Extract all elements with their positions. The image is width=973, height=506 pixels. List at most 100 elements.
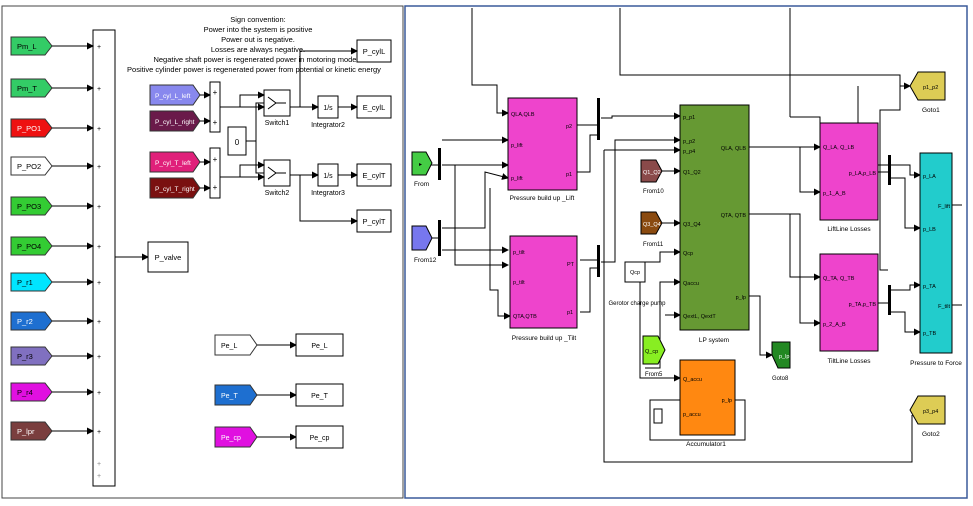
goto-target-block[interactable] xyxy=(295,333,344,357)
sum-block[interactable] xyxy=(92,29,116,487)
out-label-e-cylt: E_cylT xyxy=(363,171,386,180)
sum-plus-sign: + xyxy=(97,354,101,361)
input-port-p-po2[interactable]: P_PO2 xyxy=(10,156,94,176)
cyl-port-shape xyxy=(149,84,201,106)
pressure-tilt-block[interactable]: p_tilt p_tilt QTA,QTB PT p1 Pressure bui… xyxy=(509,235,578,342)
input-port-shape xyxy=(10,36,53,56)
goto2-shape xyxy=(909,395,946,425)
liftline-losses-block[interactable]: Q_LA, Q_LB p_1_A_B p_LA,p_LB LiftLine Lo… xyxy=(819,122,879,233)
from11-tag: Q3_Q4 xyxy=(643,222,661,228)
from11-block[interactable]: Q3_Q4 From11 xyxy=(640,211,664,248)
from12-block[interactable]: From12 xyxy=(411,225,437,264)
from-block-label: From xyxy=(414,181,429,188)
from11-label: From11 xyxy=(643,242,664,248)
pressure-lift-block[interactable]: QLA,QLB p_lift p_lift p2 p1 Pressure bui… xyxy=(507,97,578,202)
sign-convention-line-5: Negative shaft power is regenerated powe… xyxy=(153,55,358,64)
integrator3-label: Integrator3 xyxy=(311,190,345,197)
tiltline-losses-title: TiltLine Losses xyxy=(827,358,871,365)
input-port-pm-l[interactable]: Pm_L xyxy=(10,36,94,56)
from10-label: From10 xyxy=(643,189,664,195)
goto1-shape xyxy=(909,71,946,101)
sum-plus-sign: + xyxy=(97,44,101,51)
port-label: p_lp xyxy=(736,295,746,301)
tiltline-losses-block[interactable]: Q_TA, Q_TB p_2_A_B p_TA,p_TB TiltLine Lo… xyxy=(819,253,879,365)
cyl-port-0[interactable]: P_cyl_L_left xyxy=(149,84,201,106)
gerotor-pump-block[interactable]: Qcp Gerotor charge pump xyxy=(608,261,666,307)
input-port-p-po3[interactable]: P_PO3 xyxy=(10,196,94,216)
integrator2-symbol: 1/s xyxy=(323,105,333,112)
from10-block[interactable]: Q1_Q2 From10 xyxy=(640,159,664,195)
goto-target-block[interactable] xyxy=(295,383,344,407)
svg-text:+: + xyxy=(213,183,218,192)
input-port-p-po1[interactable]: P_PO1 xyxy=(10,118,94,138)
input-port-p-r1[interactable]: P_r1 xyxy=(10,272,94,292)
port-label: p_accu xyxy=(683,412,701,418)
goto-shape xyxy=(214,334,258,356)
port-label: PT xyxy=(567,262,575,268)
goto-tag: Pe_L xyxy=(221,343,237,350)
cyl-port-2[interactable]: P_cyl_T_left xyxy=(149,151,201,173)
from10-shape xyxy=(640,159,663,183)
port-label: Q1_Q2 xyxy=(683,170,701,176)
mux-tilt-out[interactable] xyxy=(597,245,600,277)
switch1-icon xyxy=(267,96,286,110)
goto2-block[interactable]: p3_p4 Goto2 xyxy=(909,395,946,438)
mux-from[interactable] xyxy=(438,148,441,180)
port-label: p_2_A_B xyxy=(823,322,846,328)
cyl-port-label: P_cyl_L_right xyxy=(155,119,195,126)
cyl-t-sum-block[interactable] xyxy=(209,147,221,199)
pressure-to-force-title: Pressure to Force xyxy=(910,360,962,367)
sum-plus-sign: + xyxy=(97,280,101,287)
from-block-shape xyxy=(411,151,433,176)
svg-text:+: + xyxy=(213,118,218,127)
sign-convention-line-3: Power out is negative. xyxy=(221,35,295,44)
port-label: Qcp xyxy=(683,251,693,257)
port-label: QLA,QLB xyxy=(511,112,535,118)
input-port-p-r2[interactable]: P_r2 xyxy=(10,311,94,331)
port-label: p1 xyxy=(567,310,573,316)
accumulator-block[interactable]: Q_accu p_accu p_lp Accumulator1 xyxy=(679,359,736,448)
mux-from12[interactable] xyxy=(438,220,441,256)
input-port-pm-t[interactable]: Pm_T xyxy=(10,78,94,98)
port-label: p_LA xyxy=(923,174,936,180)
p-valve-block[interactable] xyxy=(147,241,189,273)
sign-convention-line-4: Losses are always negative. xyxy=(211,45,305,54)
input-port-shape xyxy=(10,156,53,176)
goto8-block[interactable]: p_lp Goto8 xyxy=(771,341,791,382)
lp-system-block[interactable]: p_p1 p_p2 p_p4 Q1_Q2 Q3_Q4 Qcp Qaccu Qex… xyxy=(679,104,750,344)
mux-tilt-losses[interactable] xyxy=(888,285,891,315)
from5-block[interactable]: Q_cp From5 xyxy=(642,335,666,378)
from5-shape xyxy=(642,335,666,365)
goto1-tag: p1_p2 xyxy=(923,85,938,91)
cyl-port-3[interactable]: P_cyl_T_right xyxy=(149,177,201,199)
input-port-p-r4[interactable]: P_r4 xyxy=(10,382,94,402)
port-label: p_LB xyxy=(923,227,936,233)
terminator-block[interactable] xyxy=(653,408,663,424)
goto-target-label: Pe_T xyxy=(311,393,328,400)
from12-block-shape xyxy=(411,225,433,251)
mux-lift-losses[interactable] xyxy=(888,155,891,185)
input-port-p-r3[interactable]: P_r3 xyxy=(10,346,94,366)
pressure-lift-title: Pressure build up _Lift xyxy=(510,195,575,202)
switch1-label: Switch1 xyxy=(265,120,290,127)
sum-plus-sign: + xyxy=(97,461,101,468)
goto-target-block[interactable] xyxy=(295,425,344,449)
input-port-p-po4[interactable]: P_PO4 xyxy=(10,236,94,256)
input-port-shape xyxy=(10,272,53,292)
from12-block-label: From12 xyxy=(414,257,437,264)
input-port-shape xyxy=(10,118,53,138)
sign-convention-line-6: Positive cylinder power is regenerated p… xyxy=(127,65,381,74)
mux-lift-out[interactable] xyxy=(597,98,600,140)
constant-value: 0 xyxy=(235,138,240,147)
from-block-main[interactable]: ▸ From xyxy=(411,151,433,188)
goto1-block[interactable]: p1_p2 Goto1 xyxy=(909,71,946,114)
port-label: p_p1 xyxy=(683,115,695,121)
pressure-to-force-block[interactable]: p_LA p_LB p_TA p_TB F_lift F_tilt Pressu… xyxy=(910,152,962,367)
cyl-port-1[interactable]: P_cyl_L_right xyxy=(149,110,201,132)
input-port-shape xyxy=(10,196,53,216)
input-port-label: Pm_L xyxy=(17,42,37,51)
input-port-p-lpr[interactable]: P_lpr xyxy=(10,421,94,441)
